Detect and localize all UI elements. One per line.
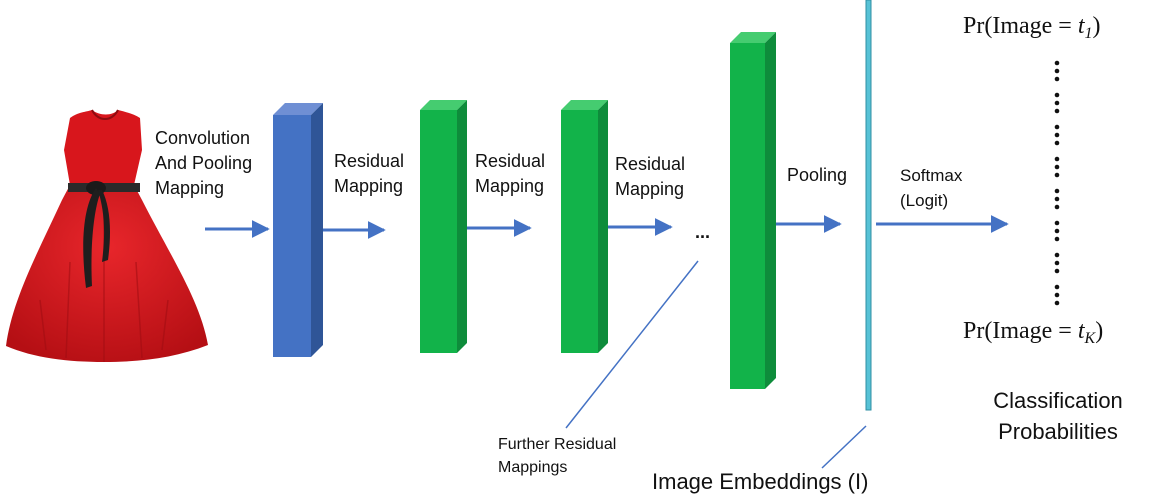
callout-line-further	[565, 260, 699, 429]
image-embeddings-label: Image Embeddings (I)	[652, 469, 869, 494]
callout-line-embeddings	[821, 425, 867, 469]
probability-last-prefix: Pr(Image =	[963, 318, 1078, 344]
ellipsis-label: ...	[695, 222, 711, 242]
probability-last: Pr(Image = tK)	[963, 318, 1103, 348]
probability-first: Pr(Image = t1)	[963, 13, 1101, 43]
probability-dots	[1054, 60, 1060, 306]
residual-label-3: Residual Mapping	[615, 154, 686, 199]
convolution-block	[273, 103, 323, 357]
residual-block-2	[561, 100, 608, 353]
further-mappings-label: Further Residual Mappings	[498, 436, 617, 476]
probability-first-sub: 1	[1084, 25, 1093, 42]
residual-label-2: Residual Mapping	[475, 151, 546, 196]
probability-first-var: t	[1077, 13, 1085, 39]
residual-label-1: Residual Mapping	[334, 151, 405, 196]
classification-probabilities-label: Classification Probabilities	[993, 388, 1123, 444]
probability-last-var: t	[1077, 318, 1085, 344]
residual-block-1	[420, 100, 467, 353]
probability-last-sub: K	[1084, 330, 1096, 347]
probability-first-prefix: Pr(Image =	[963, 13, 1078, 39]
residual-block-final	[730, 32, 776, 389]
probability-last-suffix: )	[1095, 318, 1104, 344]
embedding-bar	[865, 0, 872, 411]
probability-first-suffix: )	[1092, 13, 1101, 39]
softmax-label: Softmax (Logit)	[900, 166, 963, 210]
dress-image	[6, 109, 208, 362]
pooling-label: Pooling	[787, 165, 848, 185]
convolution-label: Convolution And Pooling Mapping	[155, 128, 253, 198]
